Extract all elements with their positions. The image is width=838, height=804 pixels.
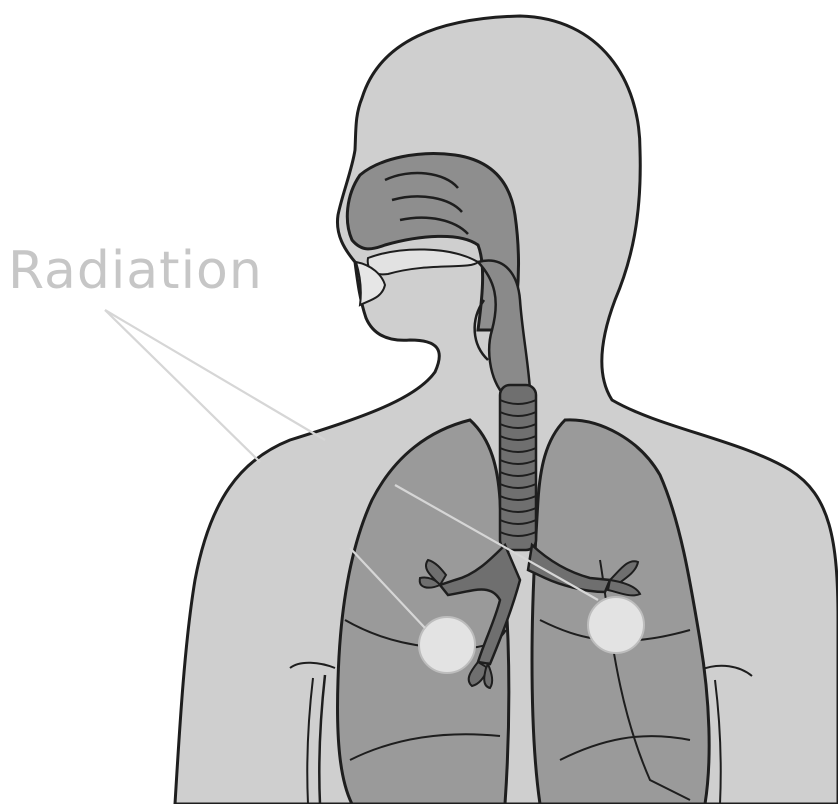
pointer-line-2 (105, 310, 260, 462)
tumor-left (419, 617, 475, 673)
trachea (500, 385, 536, 550)
radiation-label: Radiation (8, 241, 263, 301)
tumor-right (588, 597, 644, 653)
pointer-line-1 (105, 310, 325, 440)
